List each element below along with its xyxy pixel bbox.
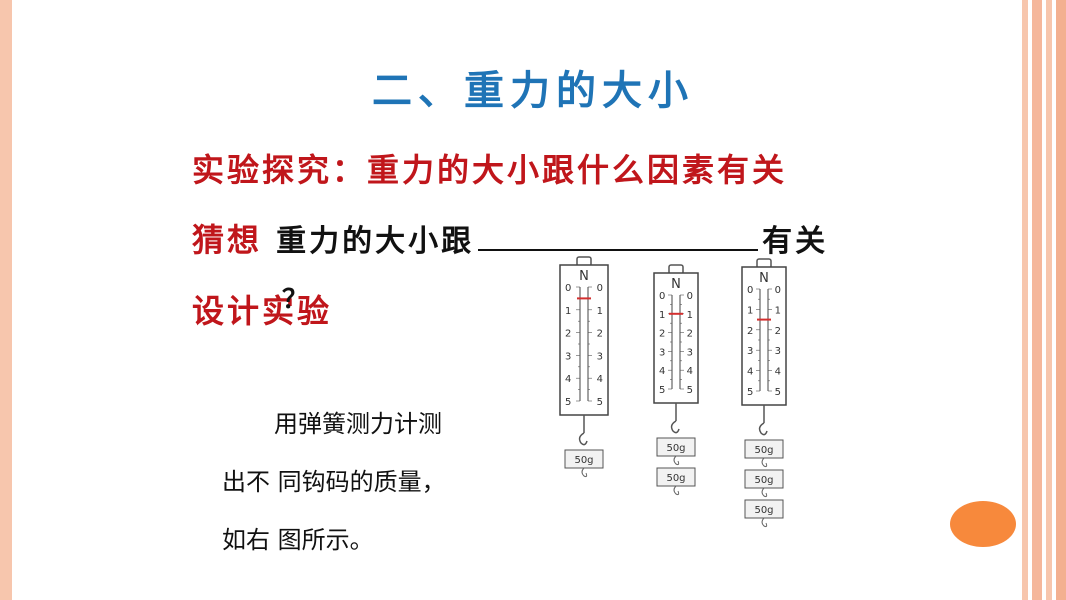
scale-mark-label: 2 bbox=[687, 329, 693, 340]
right-stripe bbox=[1046, 0, 1052, 600]
scale-mark-label: 3 bbox=[687, 347, 693, 358]
scale-mark-label: 1 bbox=[775, 305, 781, 316]
scale-mark-label: 3 bbox=[775, 346, 781, 357]
scale-mark-label: 4 bbox=[747, 367, 753, 378]
scale-mark-label: 5 bbox=[775, 387, 781, 398]
weight-hook bbox=[761, 517, 768, 528]
guess-label: 猜想 bbox=[192, 221, 263, 259]
scale-mark-label: 0 bbox=[775, 285, 781, 296]
scale-mark-label: 0 bbox=[687, 291, 693, 302]
guess-text-after: 有关 bbox=[762, 224, 829, 259]
scale-mark-label: 0 bbox=[747, 285, 753, 296]
scale-unit-label: N bbox=[579, 269, 589, 284]
scale-mark-label: 5 bbox=[597, 397, 603, 408]
experiment-heading: 实验探究：重力的大小跟什么因素有关 bbox=[192, 151, 788, 189]
scale-mark-label: 0 bbox=[597, 283, 603, 294]
scale-body bbox=[741, 266, 787, 406]
description-line: 出不 同钩码的质量， bbox=[222, 468, 446, 496]
scale-mark-label: 4 bbox=[659, 366, 665, 377]
weight-label: 50g bbox=[754, 505, 773, 516]
weight-hook bbox=[581, 467, 588, 478]
scale-mark-label: 5 bbox=[659, 385, 665, 396]
description: 用弹簧测力计测 出不 同钩码的质量， 如右 图所示。 bbox=[222, 395, 507, 569]
weight-hook bbox=[761, 457, 768, 468]
spring-scale: N0 0 1 1 2 2 3 3 4 4 5 5 50g 50g 50g bbox=[741, 258, 787, 528]
scale-mark-label: 3 bbox=[659, 347, 665, 358]
scale-mark-label: 1 bbox=[687, 310, 693, 321]
weight-label: 50g bbox=[754, 445, 773, 456]
right-stripe bbox=[1056, 0, 1066, 600]
scale-mark-label: 5 bbox=[565, 397, 571, 408]
decorative-orange-dot bbox=[950, 501, 1016, 547]
weight-label: 50g bbox=[754, 475, 773, 486]
scale-mark-label: 1 bbox=[597, 306, 603, 317]
scale-hook bbox=[578, 432, 588, 446]
scale-mark-label: 2 bbox=[775, 326, 781, 337]
scale-unit-label: N bbox=[671, 277, 681, 292]
spring-scale: N0 0 1 1 2 2 3 3 4 4 5 5 50g bbox=[559, 256, 609, 478]
scale-mark-label: 1 bbox=[747, 305, 753, 316]
weight-hook bbox=[673, 455, 680, 466]
scale-mark-label: 2 bbox=[747, 326, 753, 337]
weight-label: 50g bbox=[666, 473, 685, 484]
scale-mark-label: 4 bbox=[597, 374, 603, 385]
scale-mark-label: 4 bbox=[775, 367, 781, 378]
scale-mark-label: 0 bbox=[565, 283, 571, 294]
scale-mark-label: 3 bbox=[565, 351, 571, 362]
scale-mark-label: 3 bbox=[747, 346, 753, 357]
scale-mark-label: 0 bbox=[659, 291, 665, 302]
scale-mark-label: 2 bbox=[659, 329, 665, 340]
scale-body bbox=[559, 264, 609, 416]
scale-mark-label: 5 bbox=[687, 385, 693, 396]
weight-hook bbox=[761, 487, 768, 498]
scale-mark-label: 5 bbox=[747, 387, 753, 398]
scale-mark-label: 1 bbox=[659, 310, 665, 321]
scale-mark-label: 2 bbox=[565, 329, 571, 340]
question-mark: ？ bbox=[282, 285, 309, 315]
guess-line: 猜想 重力的大小跟 有关 bbox=[192, 215, 828, 261]
scale-mark-label: 2 bbox=[597, 329, 603, 340]
right-stripe bbox=[1022, 0, 1028, 600]
scale-mark-label: 4 bbox=[687, 366, 693, 377]
scale-hook bbox=[670, 420, 680, 434]
scale-body bbox=[653, 272, 699, 404]
left-stripe bbox=[0, 0, 12, 600]
answer-blank bbox=[478, 221, 759, 251]
slide-title: 二、重力的大小 bbox=[372, 68, 694, 114]
description-line: 如右 图所示。 bbox=[222, 526, 374, 554]
scale-mark-label: 3 bbox=[597, 351, 603, 362]
scale-mark-label: 1 bbox=[565, 306, 571, 317]
design-heading: 设计实验 bbox=[192, 292, 333, 330]
weight-hook bbox=[673, 485, 680, 496]
scale-hook bbox=[758, 422, 768, 436]
scale-mark-label: 4 bbox=[565, 374, 571, 385]
weight-label: 50g bbox=[574, 455, 593, 466]
weight-label: 50g bbox=[666, 443, 685, 454]
guess-text-before: 重力的大小跟 bbox=[276, 224, 475, 259]
spring-scale: N0 0 1 1 2 2 3 3 4 4 5 5 50g 50g bbox=[653, 264, 699, 496]
description-line: 用弹簧测力计测 bbox=[274, 410, 442, 438]
scale-unit-label: N bbox=[759, 271, 769, 286]
right-stripe bbox=[1032, 0, 1042, 600]
